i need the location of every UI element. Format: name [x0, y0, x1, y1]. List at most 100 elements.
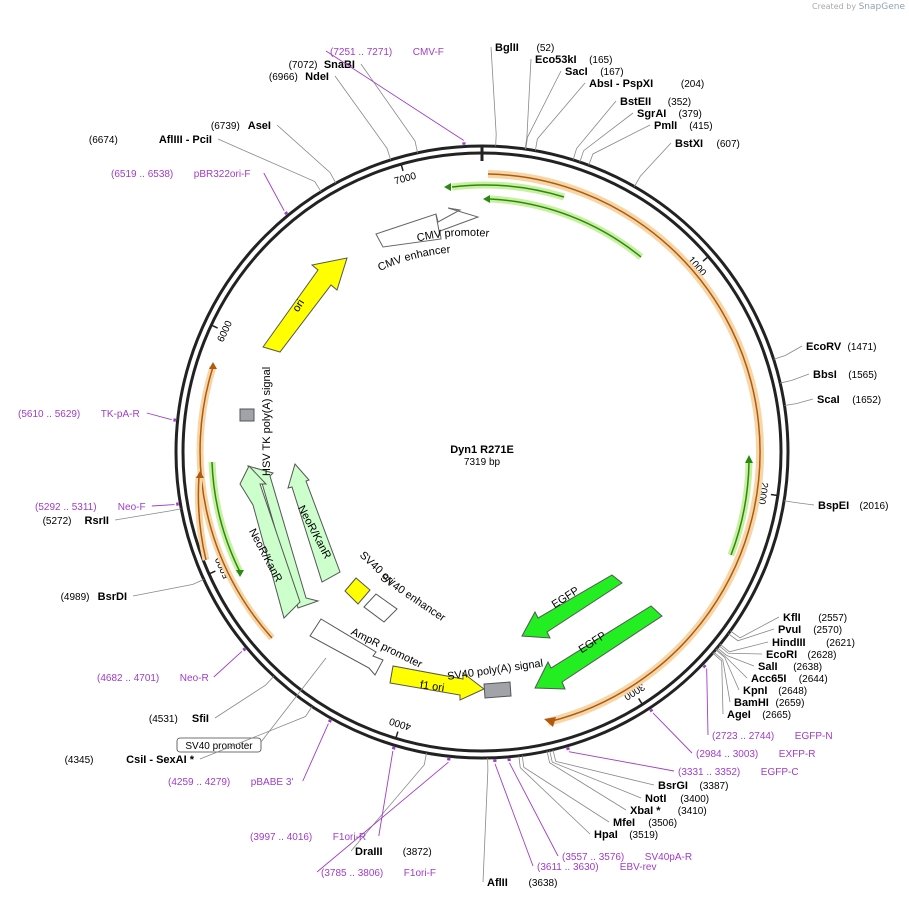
site-leader: [712, 652, 724, 715]
egfp-outer-feature: [534, 605, 663, 690]
tick-mark: [395, 731, 399, 739]
site-name: SalI: [758, 661, 778, 673]
orf-left-2: [197, 475, 207, 561]
primer-range: (4259 .. 4279): [168, 777, 230, 788]
primer-label: (3997 .. 4016)F1ori-R: [250, 832, 366, 843]
sv40-promoter-label: SV40 promoter: [185, 741, 253, 752]
sv40-ori-feature: [344, 577, 371, 605]
site-leader: [199, 706, 313, 760]
site-label: PmlI(415): [654, 120, 713, 132]
primer-label: (6519 .. 6538)pBR322ori-F: [111, 169, 251, 180]
site-position: (2659): [776, 698, 805, 709]
tick-mark: [637, 698, 644, 705]
site-leader: [132, 579, 204, 597]
site-label: MfeI(3506): [613, 817, 677, 829]
site-name: AflIII - PciI: [159, 134, 212, 146]
site-leader: [490, 46, 497, 147]
site-leader: [534, 82, 586, 151]
primer-range: (3331 .. 3352): [678, 767, 740, 778]
primer-mark: [649, 708, 654, 713]
site-position: (3387): [700, 781, 729, 792]
primer-leader: [652, 712, 693, 754]
site-leader: [214, 676, 275, 719]
site-name: SfiI: [192, 713, 209, 725]
primer-label: (7251 .. 7271)CMV-F: [330, 47, 444, 58]
site-name: BamHI: [734, 697, 769, 709]
primer-label: (3557 .. 3576)SV40pA-R: [562, 852, 692, 863]
site-name: AseI: [248, 120, 271, 132]
site-position: (5272): [43, 516, 72, 527]
site-label: EcoRI(2628): [766, 649, 836, 661]
credit-prefix: Created by: [812, 2, 857, 11]
site-label: HpaI(3519): [594, 829, 658, 841]
site-label: SfiI(4531): [149, 713, 209, 725]
site-leader: [728, 628, 775, 642]
site-label: SnaBI(7072): [289, 59, 355, 71]
primer-range: (3785 .. 3806): [321, 868, 383, 879]
tick-label: 4000: [388, 715, 413, 732]
snapgene-credit: Created by SnapGene: [812, 2, 905, 12]
primer-range: (2984 .. 3003): [696, 749, 758, 760]
site-label: EcoRV(1471): [806, 341, 876, 353]
site-name: BsrGI: [658, 780, 688, 792]
site-name: BbsI: [813, 369, 837, 381]
credit-brand: SnapGene: [858, 2, 905, 12]
primer-label: (2984 .. 3003)EXFP-R: [696, 749, 815, 760]
ori-label: ori: [290, 297, 307, 314]
primer-name: Neo-F: [118, 502, 146, 513]
primer-mark: [327, 719, 332, 723]
site-leader: [579, 112, 634, 163]
site-position: (6739): [211, 121, 240, 132]
site-label: SgrAI(379): [637, 108, 702, 120]
site-name: RsrII: [85, 515, 109, 527]
primer-name: EGFP-C: [761, 767, 799, 778]
primer-range: (3611 .. 3630): [537, 862, 599, 873]
site-label: BsrDI(4989): [61, 591, 127, 603]
primer-range: (2723 .. 2744): [712, 731, 774, 742]
site-position: (2628): [808, 650, 837, 661]
site-position: (3519): [629, 830, 658, 841]
site-position: (3638): [529, 878, 558, 889]
site-position: (204): [681, 79, 704, 90]
primer-leader: [706, 668, 709, 736]
orf-green-1-head: [444, 183, 451, 191]
tick-mark: [770, 493, 778, 497]
site-name: ScaI: [817, 394, 840, 406]
primer-name: pBR322ori-F: [194, 169, 251, 180]
orf-line: [487, 173, 761, 723]
primer-range: (4682 .. 4701): [97, 673, 159, 684]
site-position: (2665): [762, 710, 791, 721]
site-leader: [525, 70, 562, 150]
cmv-enhancer-label: CMV enhancer: [376, 244, 451, 274]
site-label: BamHI (2659): [734, 697, 804, 709]
sv40-promoter-leader: [260, 657, 327, 743]
site-leader: [730, 616, 780, 639]
primer-label: (4682 .. 4701)Neo-R: [97, 673, 209, 684]
site-position: (3400): [680, 794, 709, 805]
site-leader: [633, 142, 672, 187]
site-label: Eco53kI(165): [535, 54, 612, 66]
site-label: BbsI(1565): [813, 369, 877, 381]
site-name: NdeI: [305, 71, 329, 83]
sv40-promoter-box: [176, 737, 262, 753]
primer-leader: [263, 172, 285, 211]
hsv-tk-feature: [239, 408, 255, 422]
site-name: Acc65I: [751, 673, 786, 685]
site-position: (1471): [848, 342, 877, 353]
site-leader: [572, 100, 617, 160]
primer-mark: [284, 211, 289, 216]
primer-range: (5610 .. 5629): [18, 409, 80, 420]
primer-label: (2723 .. 2744)EGFP-N: [712, 731, 833, 742]
site-leader: [276, 124, 337, 184]
site-label: Acc65I(2644): [751, 673, 828, 685]
orf-left-green-glow: [208, 461, 244, 574]
egfp-inner-feature: [521, 574, 623, 639]
f1-ori-feature: [389, 665, 485, 701]
site-name: CsiI - SexAI *: [126, 754, 195, 766]
primer-label: (3331 .. 3352) EGFP-C: [678, 767, 799, 778]
site-label: DraIII(3872): [355, 846, 432, 858]
site-position: (4345): [65, 755, 94, 766]
site-label: NotI(3400): [645, 793, 709, 805]
primer-leader: [316, 761, 449, 873]
